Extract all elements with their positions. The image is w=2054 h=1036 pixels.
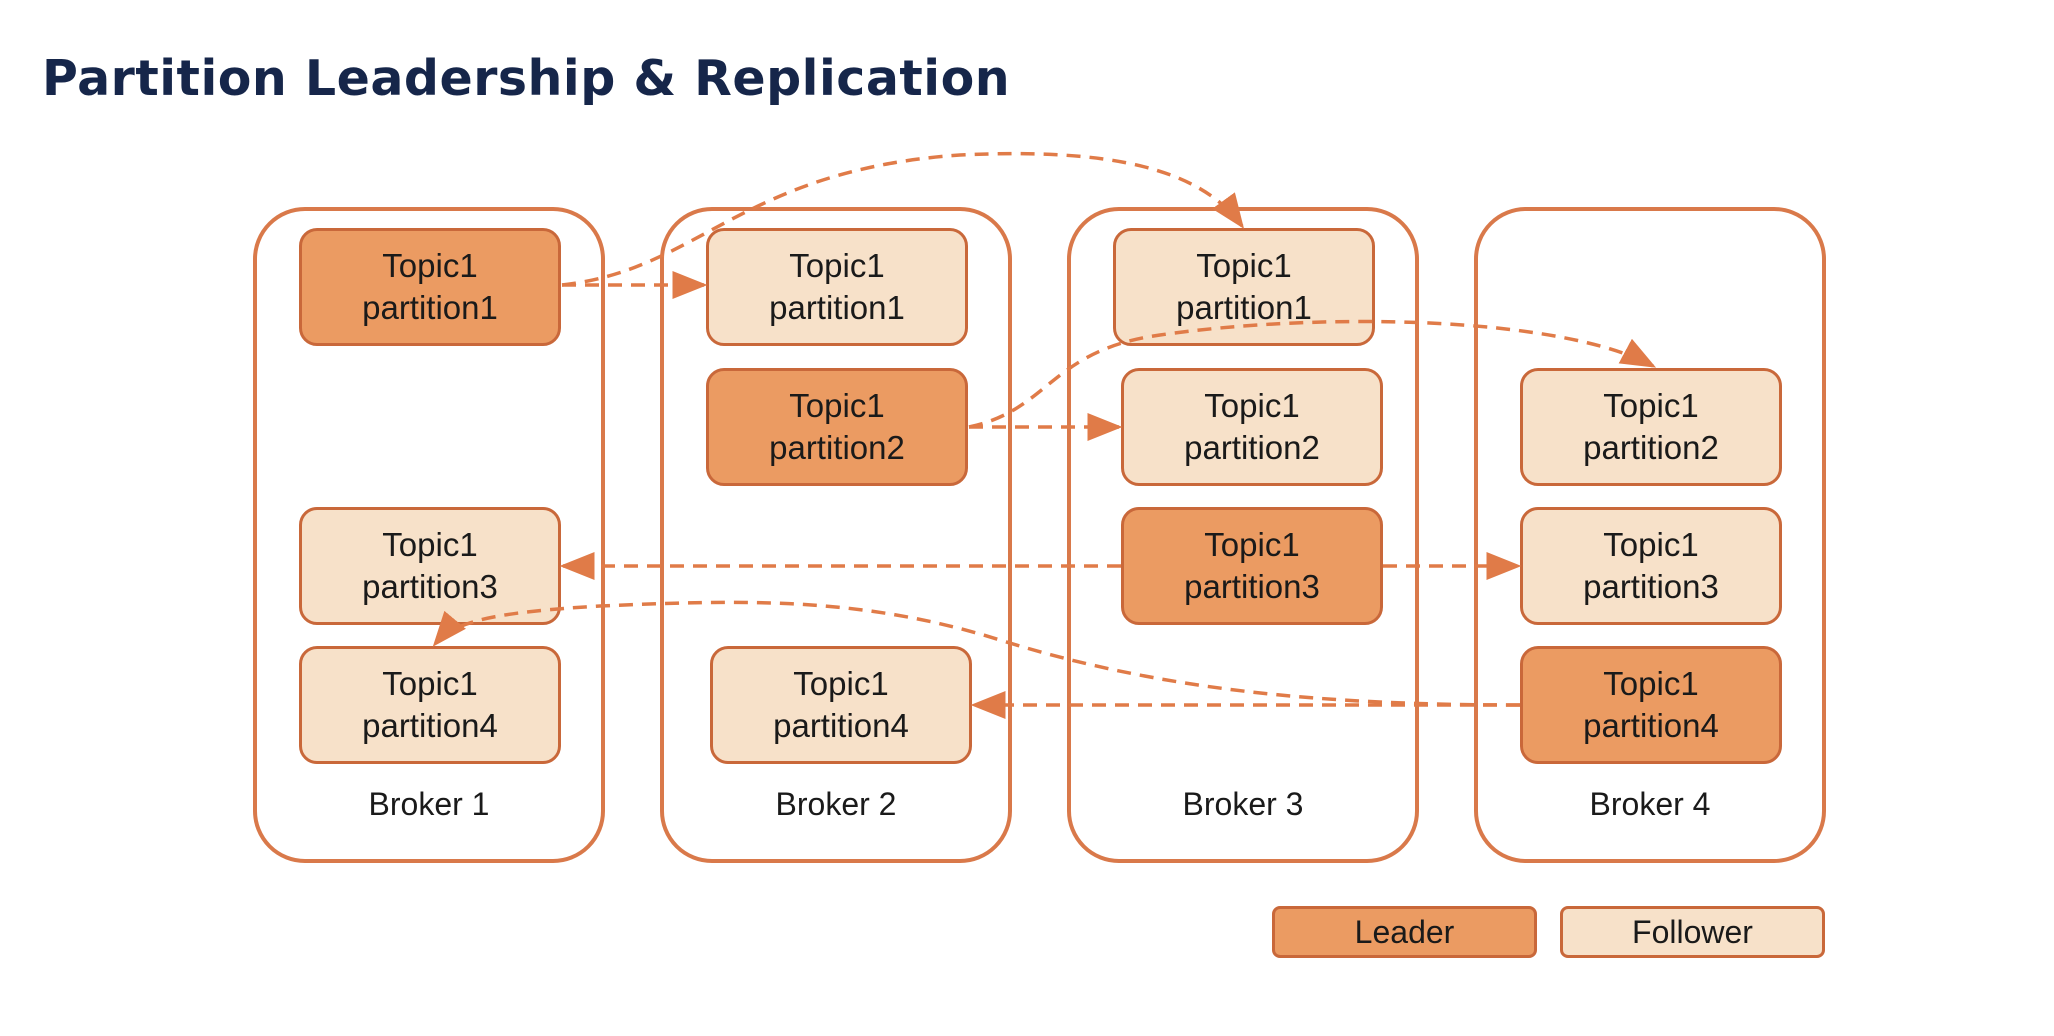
- partition-label: partition1: [362, 289, 498, 326]
- partition-label: partition4: [362, 707, 498, 744]
- legend-follower-label: Follower: [1632, 913, 1753, 950]
- partition-label: partition3: [1184, 568, 1320, 605]
- topic-label: Topic1: [1603, 387, 1699, 424]
- broker-4-partition3-follower: Topic1 partition3: [1520, 507, 1782, 625]
- broker-3-partition2-follower: Topic1 partition2: [1121, 368, 1383, 486]
- broker-3-partition3-leader: Topic1 partition3: [1121, 507, 1383, 625]
- broker-1-partition4-follower: Topic1 partition4: [299, 646, 561, 764]
- topic-label: Topic1: [1204, 387, 1300, 424]
- broker-2-partition4-follower: Topic1 partition4: [710, 646, 972, 764]
- topic-label: Topic1: [1196, 247, 1292, 284]
- broker-4-partition4-leader: Topic1 partition4: [1520, 646, 1782, 764]
- broker-1-partition3-follower: Topic1 partition3: [299, 507, 561, 625]
- topic-label: Topic1: [1603, 665, 1699, 702]
- topic-label: Topic1: [789, 387, 885, 424]
- broker-3-label: Broker 3: [1182, 786, 1304, 822]
- topic-label: Topic1: [382, 665, 478, 702]
- topic-label: Topic1: [1204, 526, 1300, 563]
- legend-follower: Follower: [1560, 906, 1825, 958]
- partition-label: partition1: [769, 289, 905, 326]
- legend-leader-label: Leader: [1354, 913, 1455, 950]
- topic-label: Topic1: [382, 526, 478, 563]
- broker-4-partition2-follower: Topic1 partition2: [1520, 368, 1782, 486]
- broker-3-partition1-follower: Topic1 partition1: [1113, 228, 1375, 346]
- partition-label: partition2: [769, 429, 905, 466]
- partition-label: partition2: [1583, 429, 1719, 466]
- broker-1-label: Broker 1: [368, 786, 490, 822]
- partition-label: partition4: [1583, 707, 1719, 744]
- broker-4-container: Broker 4: [1474, 207, 1826, 863]
- partition-label: partition4: [773, 707, 909, 744]
- legend-leader: Leader: [1272, 906, 1537, 958]
- partition-label: partition3: [362, 568, 498, 605]
- partition-label: partition1: [1176, 289, 1312, 326]
- broker-2-partition1-follower: Topic1 partition1: [706, 228, 968, 346]
- slide-title: Partition Leadership & Replication: [42, 50, 1011, 107]
- topic-label: Topic1: [1603, 526, 1699, 563]
- broker-2-partition2-leader: Topic1 partition2: [706, 368, 968, 486]
- partition-label: partition3: [1583, 568, 1719, 605]
- broker-1-container: Broker 1: [253, 207, 605, 863]
- topic-label: Topic1: [789, 247, 885, 284]
- broker-1-partition1-leader: Topic1 partition1: [299, 228, 561, 346]
- broker-2-label: Broker 2: [775, 786, 897, 822]
- topic-label: Topic1: [793, 665, 889, 702]
- broker-4-label: Broker 4: [1589, 786, 1711, 822]
- partition-label: partition2: [1184, 429, 1320, 466]
- topic-label: Topic1: [382, 247, 478, 284]
